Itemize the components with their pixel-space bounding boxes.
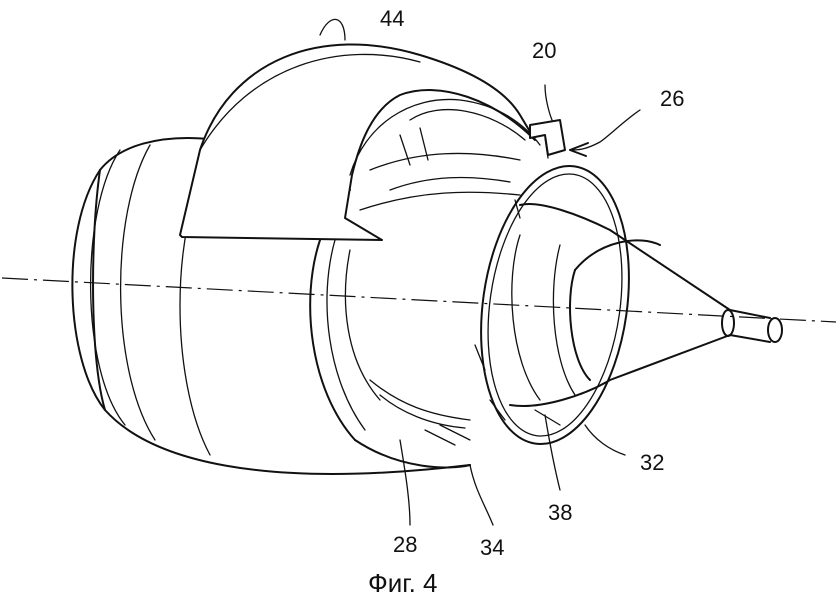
fitting-20	[529, 119, 566, 159]
leader-lines	[319, 18, 641, 526]
label-34: 34	[480, 535, 504, 560]
leader-28	[399, 439, 411, 526]
center-axis	[1, 277, 837, 323]
leader-34	[469, 464, 494, 526]
leader-20	[544, 84, 553, 121]
arrow-26	[569, 142, 589, 157]
label-38: 38	[548, 500, 572, 525]
label-32: 32	[640, 450, 664, 475]
exhaust-cone	[509, 203, 783, 407]
figure-caption: Фиг. 4	[368, 568, 438, 598]
reverser-ring	[424, 165, 630, 446]
leader-44	[319, 18, 346, 41]
cowl-door	[179, 43, 541, 241]
reference-labels: 44 20 26 32 38 34 28	[380, 6, 684, 560]
leader-26	[569, 109, 641, 151]
label-20: 20	[532, 38, 556, 63]
engine-nacelle	[71, 137, 521, 475]
leader-32	[584, 424, 626, 456]
label-26: 26	[660, 86, 684, 111]
label-28: 28	[393, 532, 417, 557]
label-44: 44	[380, 6, 404, 31]
leader-38	[544, 414, 561, 491]
